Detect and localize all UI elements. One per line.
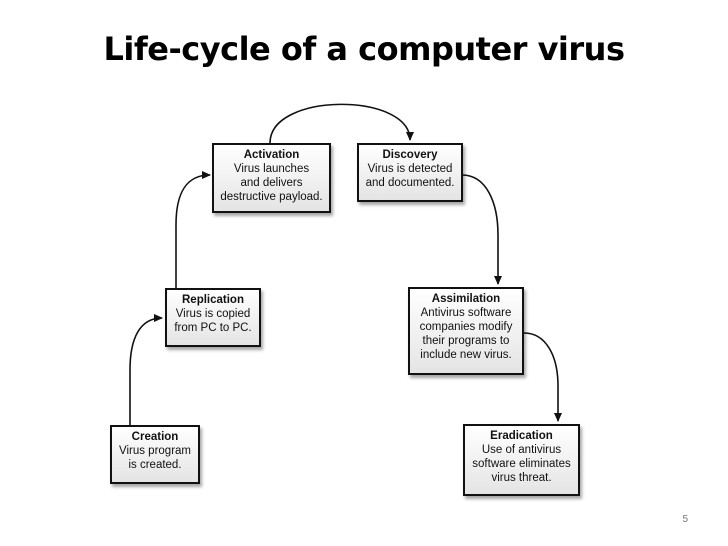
stage-description: Antivirus software companies modify thei…	[419, 307, 513, 361]
stage-title: Eradication	[490, 430, 553, 442]
arrow-activation-to-discovery	[269, 103, 414, 144]
stage-title: Activation	[243, 149, 300, 161]
stage-eradication: Eradication Use of antivirus software el…	[463, 424, 580, 496]
arrow-discovery-to-assimilation	[461, 174, 502, 285]
stage-description: Virus launches and delivers destructive …	[220, 163, 323, 203]
stage-assimilation: Assimilation Antivirus software companie…	[408, 287, 524, 375]
slide-title: Life-cycle of a computer virus	[103, 30, 626, 68]
stage-description: Virus is copied from PC to PC.	[174, 308, 252, 334]
stage-description: Virus is detected and documented.	[365, 163, 455, 189]
stage-discovery: Discovery Virus is detected and document…	[357, 143, 463, 202]
stage-activation: Activation Virus launches and delivers d…	[212, 143, 331, 213]
arrow-replication-to-activation	[175, 171, 211, 288]
page-number: 5	[682, 514, 688, 525]
arrow-creation-to-replication	[129, 314, 163, 425]
stage-title: Assimilation	[431, 293, 501, 305]
stage-title: Creation	[131, 431, 179, 443]
stage-title: Discovery	[382, 149, 438, 161]
stage-title: Replication	[182, 294, 244, 306]
stage-replication: Replication Virus is copied from PC to P…	[165, 288, 261, 347]
stage-creation: Creation Virus program is created.	[110, 425, 200, 484]
arrow-assimilation-to-eradication	[523, 332, 562, 422]
stage-description: Use of antivirus software eliminates vir…	[472, 444, 571, 484]
stage-description: Virus program is created.	[118, 445, 191, 471]
